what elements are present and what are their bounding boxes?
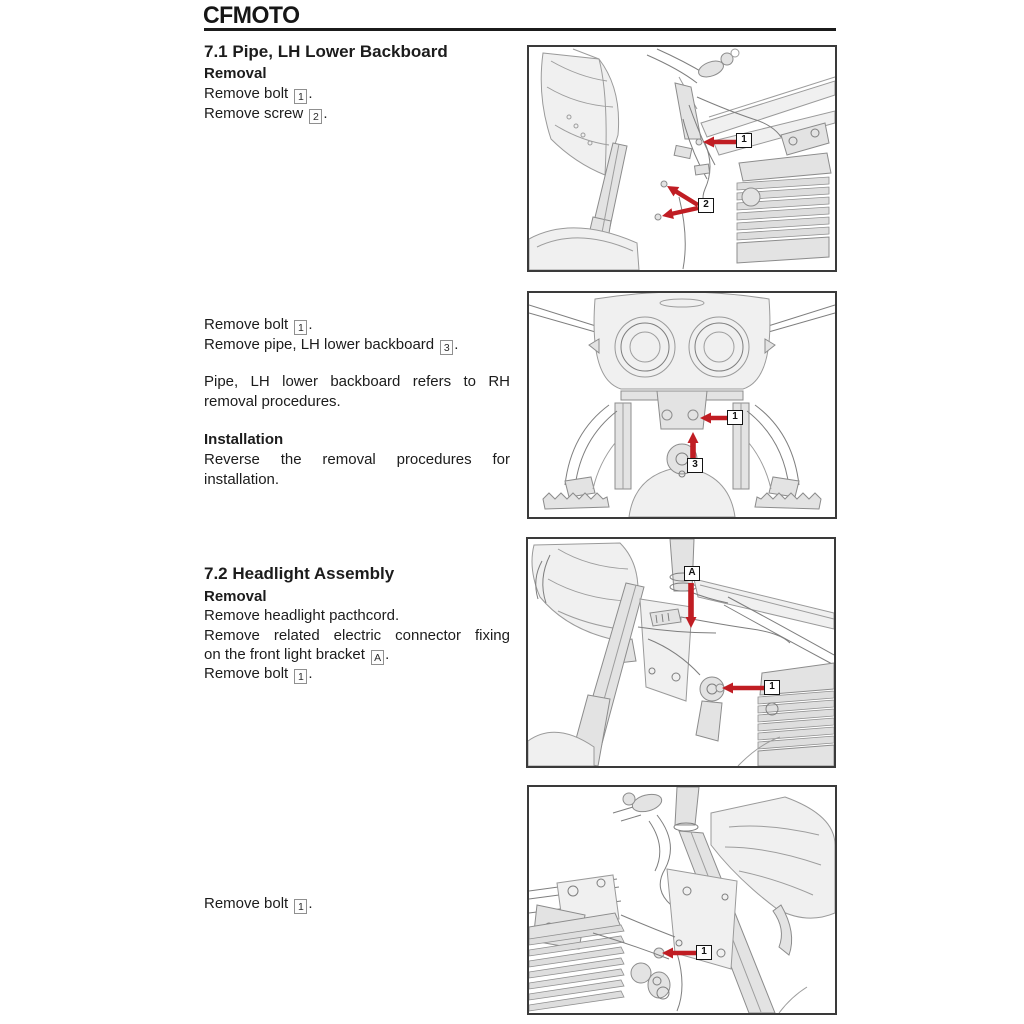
motorcycle-line-art: [529, 787, 835, 1013]
figure-callout-label: 1: [727, 410, 743, 425]
callout-ref-box: 1: [294, 320, 308, 335]
note-line-2: removal procedures.: [204, 393, 341, 410]
figure-callout-label: 1: [764, 680, 780, 695]
callout-arrow-2b: [662, 205, 699, 219]
callout-arrow-1: [662, 947, 696, 959]
step-text: Remove bolt: [204, 665, 293, 682]
installation-line-1: Reverse the removal procedures for: [204, 451, 510, 468]
step-remove-bolt-72: Remove bolt 1.: [204, 664, 510, 684]
note-line-1: Pipe, LH lower backboard refers to RH: [204, 373, 510, 390]
figure-callout-label: 1: [736, 133, 752, 148]
callout-arrow-1: [700, 412, 727, 424]
removal-heading-71: Removal: [204, 65, 267, 82]
figure-callout-label: A: [684, 566, 700, 581]
step-period: .: [308, 665, 313, 682]
installation-line-2: installation.: [204, 471, 280, 488]
step-period: .: [308, 895, 313, 912]
callout-ref-box: 1: [294, 89, 308, 104]
callout-ref-box: 1: [294, 899, 308, 914]
step-text: Remove pipe, LH lower backboard: [204, 336, 439, 353]
section-72-title: 7.2 Headlight Assembly: [204, 564, 395, 583]
step-remove-bolt-71b: Remove bolt 1.: [204, 315, 510, 335]
motorcycle-line-art: [528, 539, 834, 766]
step-period: .: [308, 316, 313, 333]
figure-headlight-bracket-side: [526, 537, 836, 768]
installation-heading: Installation: [204, 431, 284, 448]
step-text: on the front light bracket: [204, 646, 370, 663]
callout-arrow-2a: [667, 186, 700, 207]
step-text: Remove screw: [204, 105, 308, 122]
step-period: .: [454, 336, 459, 353]
step-connector-line-1: Remove related electric connector fixing: [204, 627, 510, 644]
figure-pipe-backboard-side: [527, 45, 837, 272]
callout-arrow-1: [703, 136, 736, 148]
motorcycle-line-art: [529, 48, 835, 270]
figure-front-view-headlights: [527, 291, 837, 519]
step-period: .: [385, 646, 390, 663]
callout-ref-box: 2: [309, 109, 323, 124]
step-connector-line-2: on the front light bracket A.: [204, 645, 510, 665]
step-text: Remove bolt: [204, 316, 293, 333]
figure-callout-label: 3: [687, 458, 703, 473]
step-remove-screw-71: Remove screw 2.: [204, 104, 510, 124]
removal-heading-72: Removal: [204, 588, 267, 605]
step-period: .: [308, 85, 313, 102]
callout-ref-box: 3: [440, 340, 454, 355]
step-remove-bolt-71: Remove bolt 1.: [204, 84, 510, 104]
step-remove-bolt-72b: Remove bolt 1.: [204, 894, 510, 914]
brand-logo: CFMOTO: [203, 2, 300, 29]
figure-headlight-bolt-right: [527, 785, 837, 1015]
step-remove-patchcord: Remove headlight pacthcord.: [204, 607, 400, 624]
step-text: Remove bolt: [204, 895, 293, 912]
callout-arrow-A: [685, 583, 697, 628]
motorcycle-line-art: [529, 293, 835, 517]
step-remove-pipe-71b: Remove pipe, LH lower backboard 3.: [204, 335, 510, 355]
section-71-title: 7.1 Pipe, LH Lower Backboard: [204, 42, 448, 61]
callout-ref-box: A: [371, 650, 385, 665]
step-period: .: [323, 105, 328, 122]
step-text: Remove bolt: [204, 85, 293, 102]
figure-callout-label: 2: [698, 198, 714, 213]
header-rule: [204, 28, 836, 31]
callout-arrow-3: [687, 432, 699, 458]
callout-arrow-1: [722, 682, 764, 694]
figure-callout-label: 1: [696, 945, 712, 960]
callout-ref-box: 1: [294, 669, 308, 684]
